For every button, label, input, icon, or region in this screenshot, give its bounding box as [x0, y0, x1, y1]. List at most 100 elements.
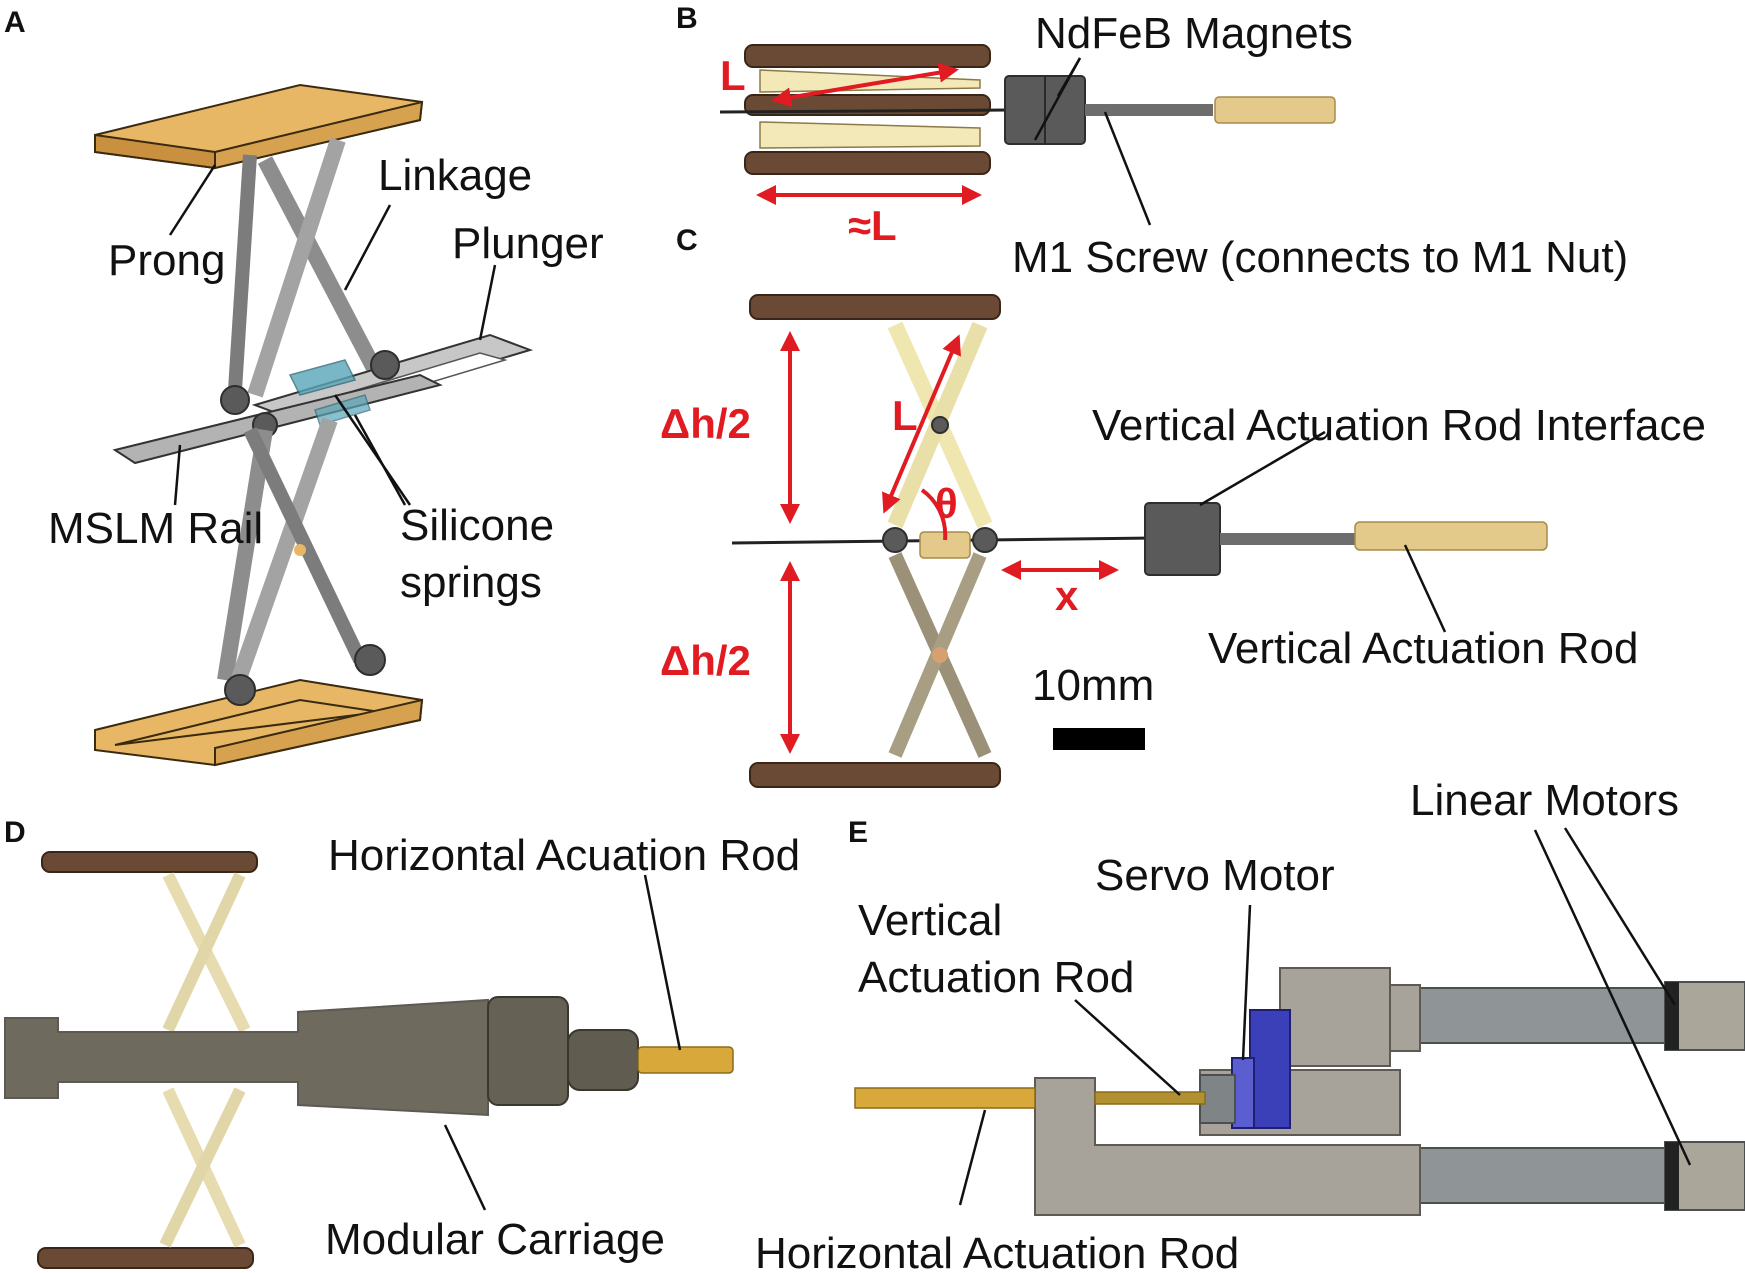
- e-lower-carriage: [1034, 1077, 1421, 1216]
- panel-e: E Linear Motors Servo Motor Vertical Act…: [755, 776, 1745, 1273]
- plunger-label: Plunger: [452, 219, 604, 268]
- b-approx-length-label: ≈L: [848, 202, 897, 249]
- b-link-2: [759, 121, 981, 149]
- upper-link-1: [257, 156, 383, 374]
- c-screw: [1220, 533, 1355, 545]
- rod-leader: [1403, 544, 1447, 633]
- joint-mid: [294, 544, 306, 556]
- d-link-4: [159, 1087, 246, 1248]
- c-half-height-bottom-label: Δh/2: [660, 637, 751, 684]
- c-rod-interface: [1144, 502, 1221, 576]
- d-carriage-collar: [487, 996, 569, 1106]
- c-pivot-top: [931, 416, 949, 434]
- c-pivot-bottom: [932, 647, 948, 663]
- e-servo-motor: [1249, 1009, 1291, 1129]
- panel-d-letter: D: [4, 816, 26, 849]
- bottom-prong-front: [214, 698, 424, 767]
- scale-label: 10mm: [1032, 661, 1154, 710]
- b-center-rod: [719, 108, 1011, 114]
- e-vertical-rod-label-1: Vertical: [858, 896, 1002, 945]
- e-vertical-rod: [1094, 1091, 1206, 1105]
- d-rod-leader: [643, 874, 682, 1051]
- panel-b-letter: B: [676, 2, 698, 35]
- e-servo-label: Servo Motor: [1095, 851, 1335, 900]
- upper-link-3: [228, 154, 257, 391]
- e-motors-leader-2: [1533, 829, 1692, 1166]
- silicone-springs-label-2: springs: [400, 558, 542, 607]
- upper-link-2: [247, 137, 346, 398]
- c-angle-label: θ: [935, 480, 958, 527]
- panel-b: B L ≈L NdFeB Magnets M1 Screw (connects …: [676, 2, 1628, 282]
- c-bottom-bar: [749, 762, 1001, 788]
- interface-label: Vertical Actuation Rod Interface: [1092, 401, 1706, 450]
- panel-a: A: [4, 6, 604, 767]
- rod-label: Vertical Actuation Rod: [1208, 624, 1638, 673]
- e-horizontal-rod-leader: [958, 1109, 987, 1206]
- d-horizontal-rod-label: Horizontal Acuation Rod: [328, 831, 800, 880]
- mslm-rail-label: MSLM Rail: [48, 504, 263, 553]
- b-length-label: L: [720, 52, 746, 99]
- d-bottom-bar: [37, 1247, 254, 1269]
- scale-bar: [1053, 728, 1145, 750]
- c-length-arrow: [882, 334, 961, 514]
- springs-leader-1: [333, 394, 412, 506]
- e-vertical-rod-leader: [1074, 999, 1181, 1096]
- pivot-right: [370, 350, 400, 380]
- b-top-bar: [744, 44, 991, 68]
- c-top-bar: [749, 294, 1001, 320]
- screw-leader: [1103, 111, 1152, 226]
- c-pivot-left: [882, 527, 908, 553]
- panel-c-photo: [731, 294, 1548, 788]
- prong-leader: [168, 164, 217, 236]
- panel-d: D Horizontal Acuation Rod Modular Carria…: [4, 816, 800, 1269]
- d-carriage-label: Modular Carriage: [325, 1215, 665, 1264]
- b-wood-rod: [1214, 96, 1336, 124]
- e-horizontal-rod: [854, 1087, 1036, 1109]
- springs-leader-2: [353, 414, 407, 506]
- lower-link-1: [217, 428, 273, 682]
- panel-a-letter: A: [4, 6, 26, 39]
- plunger-leader: [478, 264, 497, 341]
- e-horizontal-rod-label: Horizontal Actuation Rod: [755, 1229, 1239, 1273]
- e-upper-block-cap: [1279, 967, 1391, 1067]
- prong-label: Prong: [108, 236, 225, 285]
- panel-d-photo: [4, 851, 734, 1269]
- b-screw: [1085, 104, 1213, 116]
- magnets-leader-2: [1033, 57, 1082, 141]
- e-linear-motor-bottom-band: [1665, 1142, 1679, 1210]
- b-length-arrow: [771, 62, 959, 108]
- c-pivot-right: [972, 527, 998, 553]
- panel-e-render: [854, 967, 1745, 1216]
- d-carriage-end: [567, 1029, 639, 1091]
- magnets-label: NdFeB Magnets: [1035, 9, 1353, 58]
- bottom-prong-groove: [114, 698, 381, 746]
- silicone-spring-1: [288, 359, 357, 396]
- linkage-label: Linkage: [378, 151, 532, 200]
- c-displacement-label: x: [1055, 572, 1079, 619]
- e-linear-motors-label: Linear Motors: [1410, 776, 1679, 825]
- d-top-bar: [41, 851, 258, 873]
- e-upper-block-neck: [1389, 984, 1421, 1052]
- bottom-pivot-right: [354, 644, 386, 676]
- lower-link-3: [243, 426, 367, 664]
- silicone-spring-2: [314, 394, 371, 426]
- c-half-height-top-label: Δh/2: [660, 400, 751, 447]
- rail-leader: [173, 444, 182, 506]
- lower-link-2: [227, 417, 338, 693]
- d-carriage: [4, 998, 489, 1117]
- panel-b-photo: [719, 44, 1336, 175]
- c-wood-rod: [1354, 521, 1548, 551]
- c-angle-arc: [920, 488, 948, 541]
- panel-c: C Δh/2 Δh/2 L θ x Vert: [660, 224, 1706, 788]
- b-bottom-bar: [744, 151, 991, 175]
- bottom-pivot-left: [224, 674, 256, 706]
- d-carriage-leader: [443, 1124, 487, 1211]
- e-vertical-rod-label-2: Actuation Rod: [858, 953, 1134, 1002]
- c-length-label: L: [892, 392, 918, 439]
- panel-c-letter: C: [676, 224, 698, 257]
- e-servo-coupler: [1199, 1074, 1236, 1124]
- e-motors-leader-1: [1563, 827, 1677, 1006]
- interface-leader: [1199, 430, 1326, 507]
- panel-a-3d-render: [94, 83, 534, 767]
